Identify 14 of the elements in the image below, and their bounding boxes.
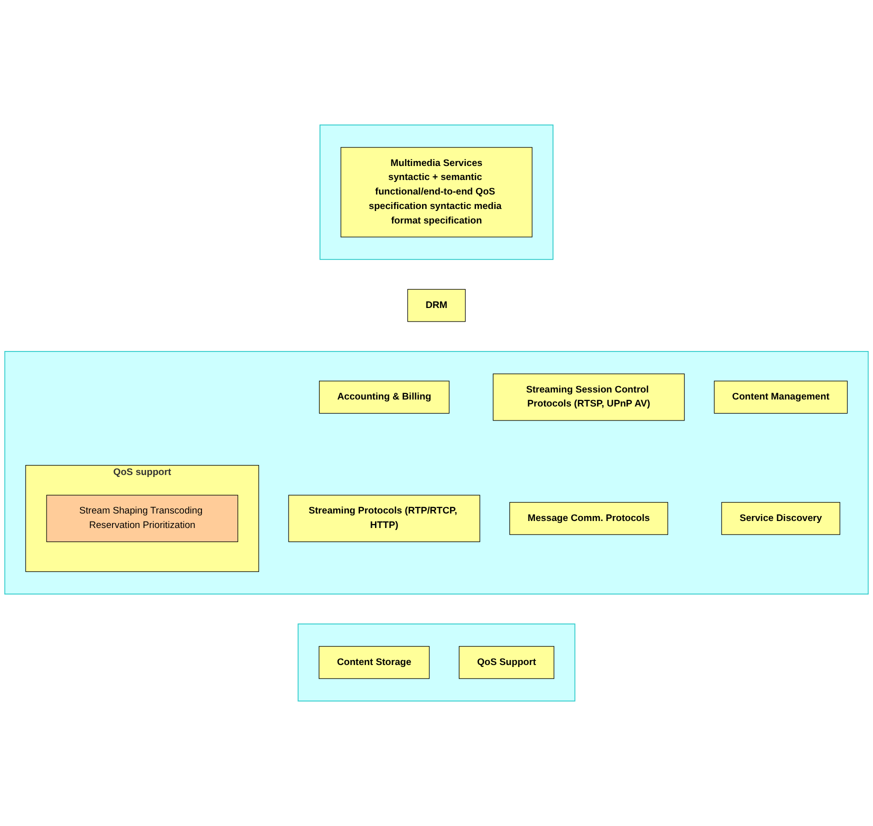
node-box: Content Management bbox=[714, 380, 848, 414]
cluster bbox=[320, 124, 554, 260]
cluster bbox=[298, 624, 576, 702]
node-box: Multimedia Services syntactic + semantic functional/end-to-end QoS specification syntactic media format specification bbox=[340, 147, 532, 238]
node-box: Service Discovery bbox=[721, 502, 840, 535]
node-box: DRM bbox=[407, 289, 466, 322]
node-box: Content Storage bbox=[318, 646, 430, 679]
cluster bbox=[4, 351, 869, 595]
node-box: Accounting & Billing bbox=[319, 380, 450, 414]
node-box: Streaming Session Control Protocols (RTSP, UPnP AV) bbox=[492, 374, 685, 421]
node-box: QoS Support bbox=[458, 646, 554, 679]
node-box: Streaming Protocols (RTP/RTCP, HTTP) bbox=[288, 494, 480, 542]
node-box: Message Comm. Protocols bbox=[509, 502, 668, 535]
node-box: Stream Shaping Transcoding Reservation Prioritization bbox=[46, 494, 238, 542]
